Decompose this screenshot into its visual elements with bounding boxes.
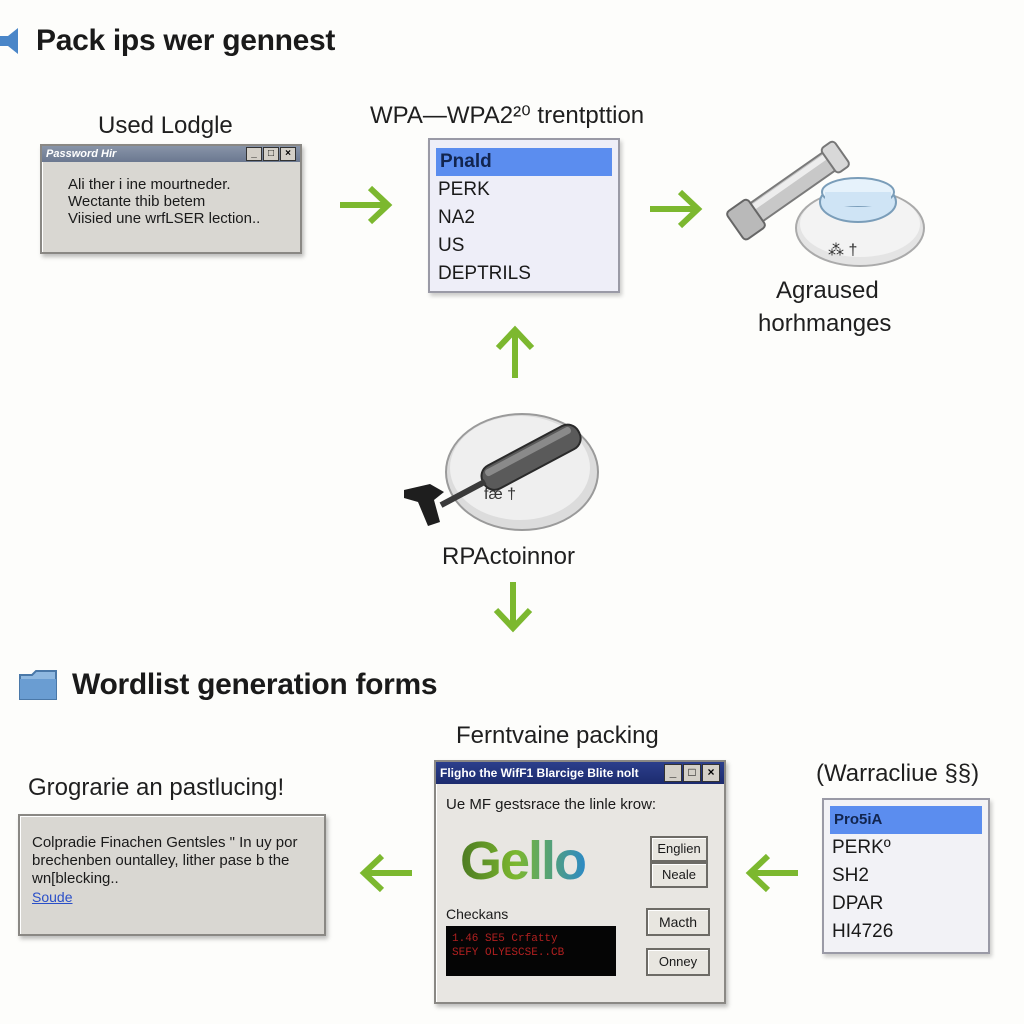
agraused-label-line2: horhmanges (758, 310, 892, 337)
window-controls: _ □ × (664, 764, 720, 782)
window-titlebar: Fligho the WifF1 Blarcige Blite nolt _ □… (436, 762, 724, 784)
window-line: Ali ther i ine mourtneder. (68, 176, 231, 193)
neale-button[interactable]: Neale (650, 862, 708, 888)
arrow-left-icon (745, 853, 798, 893)
window-line: Wectante thib betem (68, 193, 206, 210)
pipe-device-icon (726, 140, 925, 267)
minimize-button[interactable]: _ (246, 147, 262, 161)
arrow-down-icon (493, 582, 533, 633)
list-item[interactable]: NA2 (438, 207, 475, 228)
ferntvaine-window: Fligho the WifF1 Blarcige Blite nolt _ □… (434, 760, 726, 1004)
wpa-list-label: WPA—WPA2²⁰ trentpttion (370, 102, 645, 129)
arrow-left-icon (359, 853, 412, 893)
window-line: Viisied une wrfLSER lection.. (68, 210, 261, 227)
panel-text: Colpradie Finachen Gentsles " In uy por … (32, 834, 298, 887)
tool-device-icon (404, 413, 599, 531)
close-button[interactable]: × (280, 147, 296, 161)
panel-link[interactable]: Soude (32, 889, 73, 905)
disc-text: fæ † (484, 486, 517, 503)
folder-icon (19, 670, 57, 700)
password-window: Password Hir _ □ × Ali ther i ine mourtn… (40, 144, 302, 254)
top-section-header: Pack ips wer gennest (0, 24, 335, 58)
englien-button[interactable]: Englien (650, 836, 708, 862)
grograrie-panel: Colpradie Finachen Gentsles " In uy por … (18, 814, 326, 936)
list-item[interactable]: PERK (438, 179, 490, 200)
window-title: Password Hir (46, 148, 117, 160)
ferntvaine-label: Ferntvaine packing (456, 722, 659, 749)
list-item[interactable]: HI4726 (832, 921, 894, 942)
arrow-right-icon (340, 185, 393, 225)
list-item[interactable]: Pnald (436, 148, 612, 176)
section-heading: Wordlist generation forms (72, 668, 438, 701)
arrow-right-icon (650, 189, 703, 229)
console-output: 1.46 SE5 Crfatty SEFY OLYESCSE..CB (446, 926, 616, 976)
close-button[interactable]: × (702, 764, 720, 782)
list-item[interactable]: US (438, 235, 465, 256)
grograrie-label: Grograrie an pastlucing! (28, 774, 285, 801)
list-item[interactable]: Pro5iA (830, 806, 982, 834)
bottom-section-header: Wordlist generation forms (18, 668, 438, 702)
gello-logo: Gello (460, 831, 587, 891)
used-lodgle-label: Used Lodgle (98, 112, 233, 139)
section-heading: Pack ips wer gennest (36, 24, 336, 57)
console-line: SEFY OLYESCSE..CB (452, 947, 565, 959)
list-item[interactable]: DEPTRILS (438, 263, 531, 284)
arrow-up-icon (495, 325, 535, 378)
warracliue-label: (Warracliue §§) (816, 760, 980, 787)
checkans-label: Checkans (446, 906, 509, 922)
window-prompt: Ue MF gestsrace the linle krow: (446, 796, 657, 813)
speaker-icon (0, 28, 18, 54)
wpa-listbox[interactable]: Pnald PERK NA2 US DEPTRILS (428, 138, 620, 293)
agraused-label-line1: Agraused (776, 277, 879, 304)
console-line: 1.46 SE5 Crfatty (452, 933, 558, 945)
window-controls: _ □ × (246, 147, 296, 161)
disc-text: ⁂ † (828, 242, 858, 259)
window-title: Fligho the WifF1 Blarcige Blite nolt (440, 766, 639, 780)
rpa-tool-label: RPActoinnor (442, 543, 575, 570)
onney-button[interactable]: Onney (646, 948, 710, 976)
warracliue-listbox[interactable]: Pro5iA PERKº SH2 DPAR HI4726 (822, 798, 990, 954)
window-titlebar: Password Hir _ □ × (42, 146, 300, 162)
minimize-button[interactable]: _ (664, 764, 682, 782)
window-body: Ali ther i ine mourtneder. Wectante thib… (42, 162, 300, 227)
list-item[interactable]: PERKº (832, 837, 891, 858)
list-item[interactable]: SH2 (832, 865, 869, 886)
maximize-button[interactable]: □ (263, 147, 279, 161)
maximize-button[interactable]: □ (683, 764, 701, 782)
list-item[interactable]: DPAR (832, 893, 884, 914)
macth-button[interactable]: Macth (646, 908, 710, 936)
